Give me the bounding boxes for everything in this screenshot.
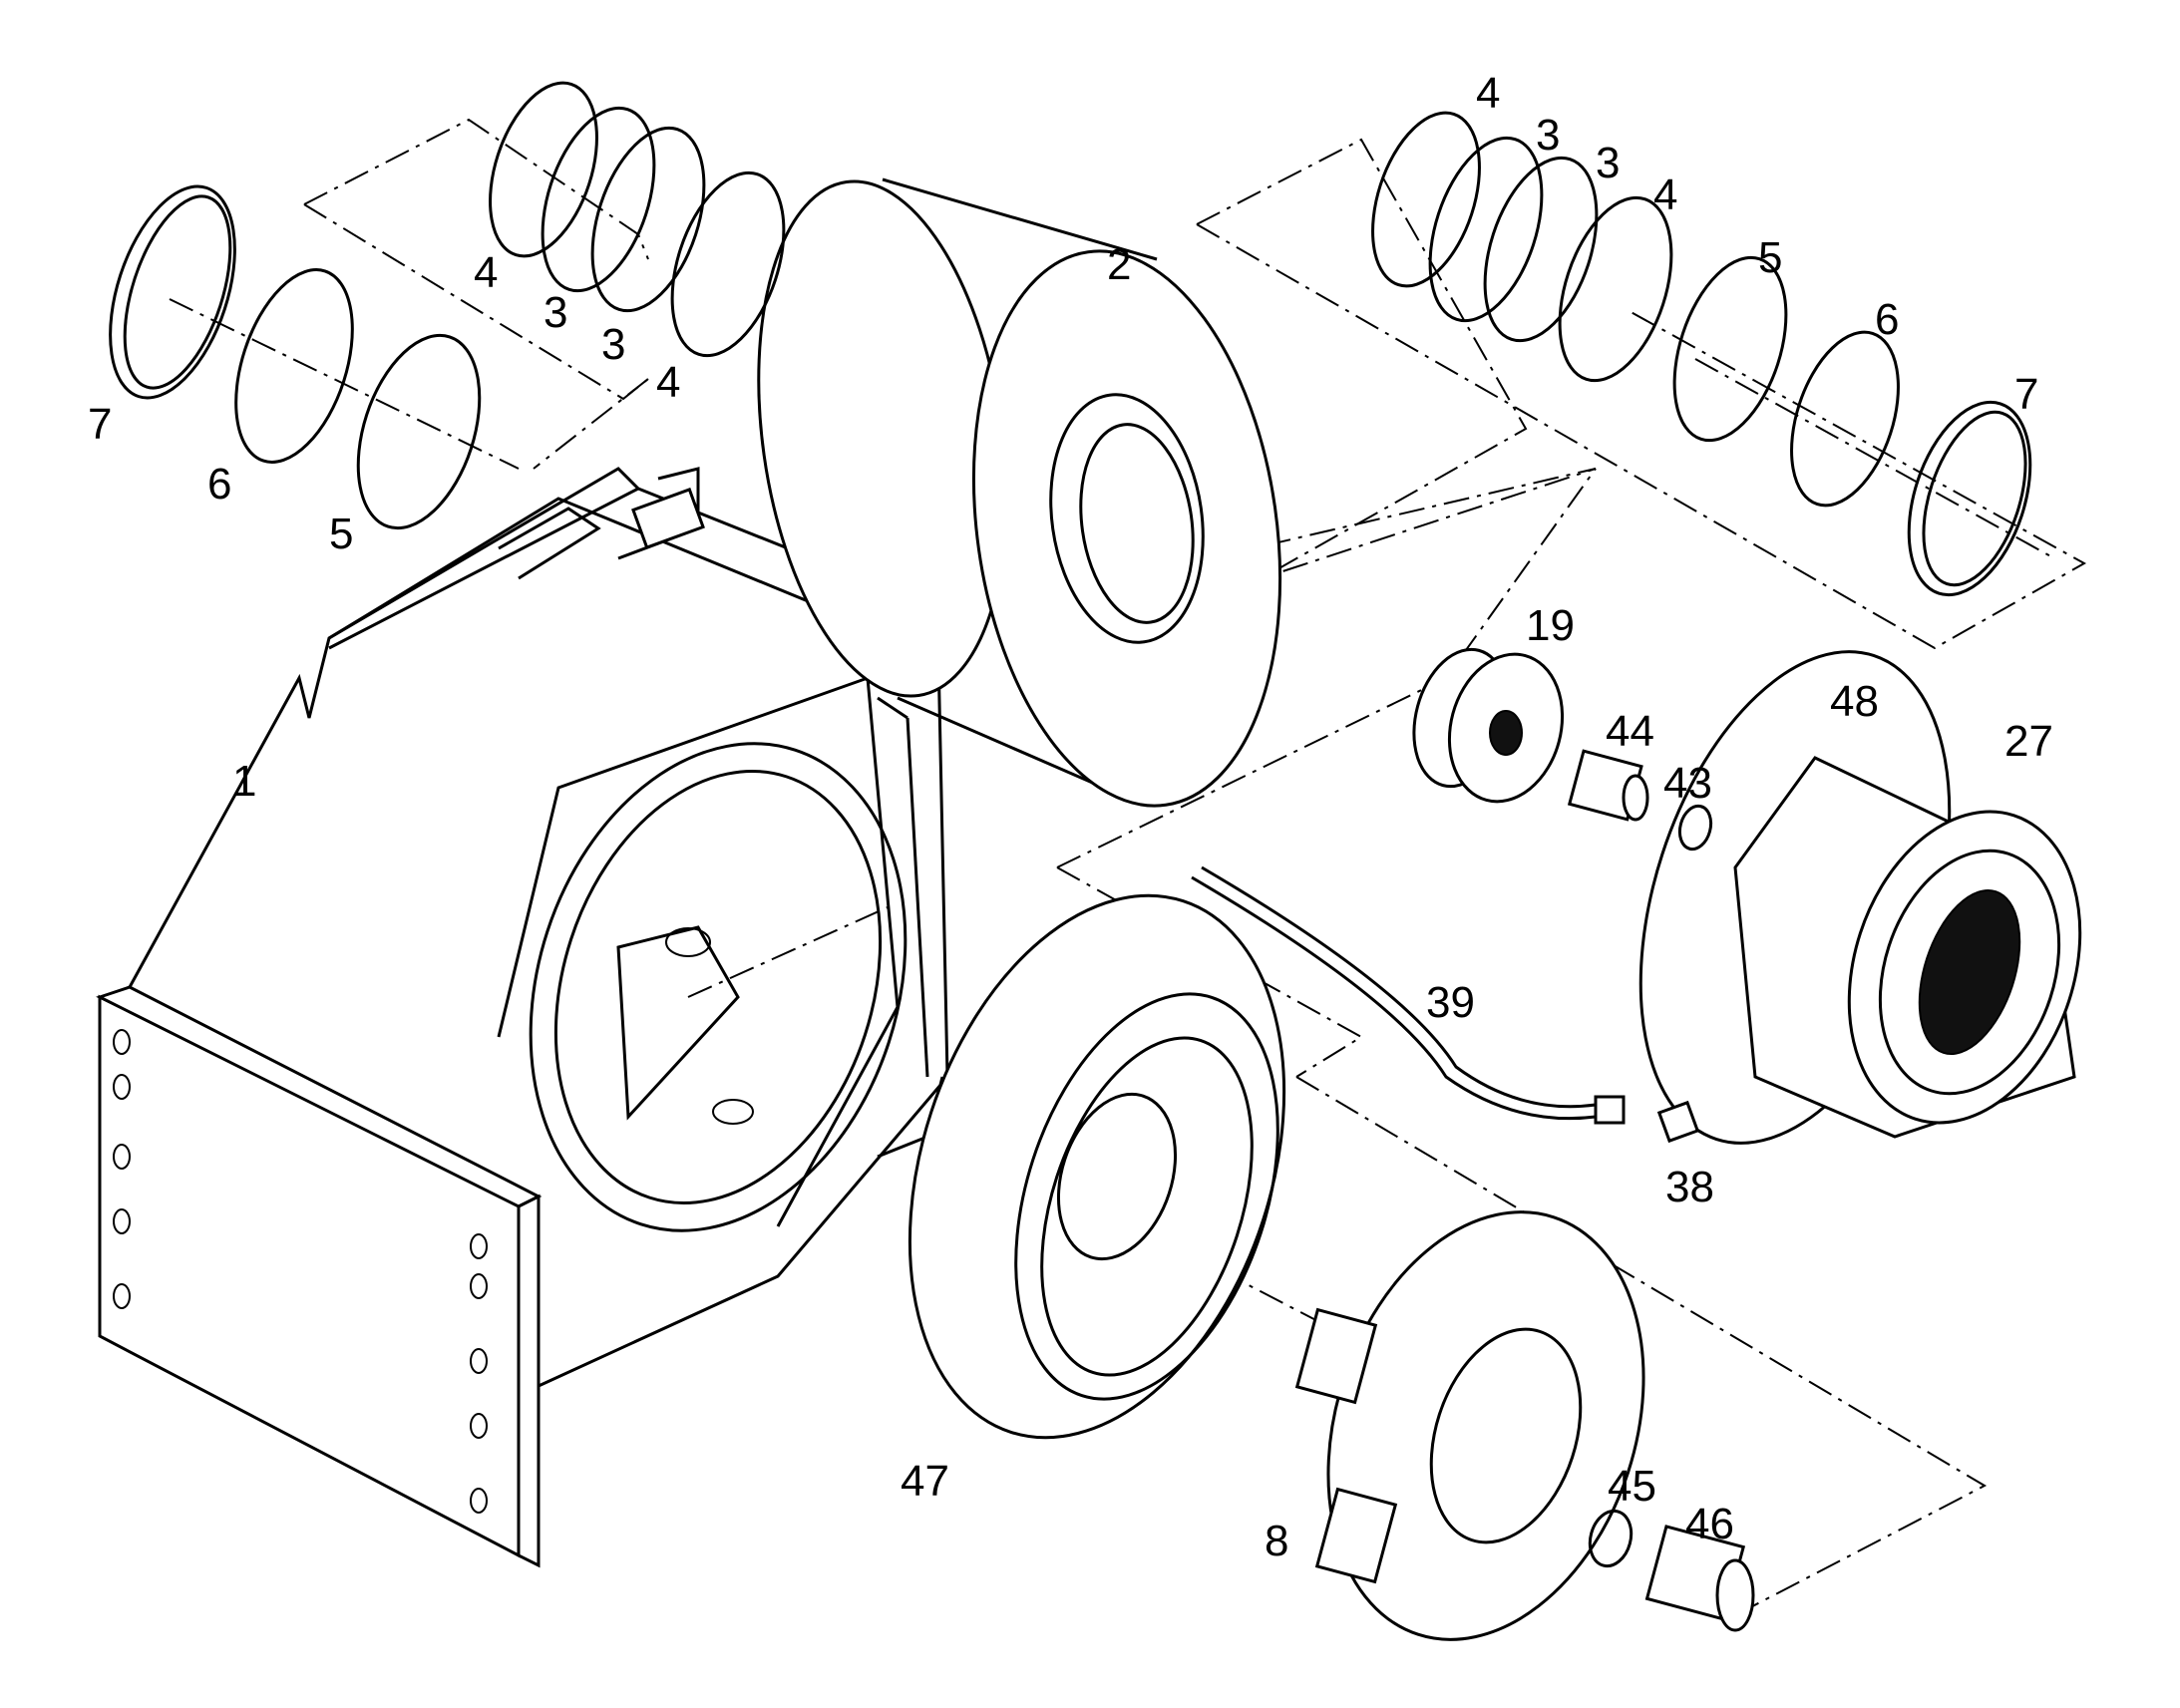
callout-4: 4 [1653, 171, 1677, 219]
carrier-part-19 [1412, 647, 1565, 804]
callout-3: 3 [601, 320, 625, 369]
callout-7: 7 [88, 400, 112, 449]
right-ring-group [1371, 111, 2032, 597]
drum-part-2 [757, 177, 1282, 808]
ring-part-43 [1677, 804, 1713, 852]
ring-gear-part-47 [908, 893, 1286, 1440]
callout-43: 43 [1663, 759, 1712, 808]
callout-5: 5 [329, 510, 353, 558]
callout-2: 2 [1107, 240, 1131, 289]
pinion-part-46 [1644, 1525, 1755, 1632]
callout-labels: 1 2 3 3 3 3 4 4 4 4 5 5 6 6 7 7 8 19 27 … [88, 69, 2053, 1565]
flange-holes [113, 1029, 488, 1514]
callout-6: 6 [207, 460, 231, 509]
callout-27: 27 [2004, 717, 2053, 766]
planet-housing-part-27 [1638, 650, 2082, 1145]
callout-1: 1 [232, 757, 256, 806]
callout-5: 5 [1758, 233, 1782, 282]
callout-48: 48 [1830, 677, 1879, 726]
callout-3: 3 [1596, 139, 1620, 187]
pipe-part-39 [1191, 865, 1626, 1125]
callout-44: 44 [1606, 707, 1654, 756]
callout-3: 3 [544, 288, 567, 337]
callout-3: 3 [1536, 111, 1560, 160]
ring-part-45 [1588, 1509, 1634, 1568]
callout-7: 7 [2014, 370, 2038, 419]
callout-4: 4 [656, 358, 680, 407]
pinion-part-44 [1567, 749, 1649, 822]
callout-46: 46 [1685, 1500, 1734, 1548]
callout-38: 38 [1665, 1163, 1714, 1211]
callout-45: 45 [1608, 1462, 1656, 1511]
fitting-part-38 [1656, 1100, 1700, 1144]
callout-4: 4 [1476, 69, 1500, 118]
callout-47: 47 [901, 1457, 949, 1506]
callout-4: 4 [474, 248, 498, 297]
planet-carrier-part-8 [1294, 1210, 1645, 1641]
left-ring-group [109, 81, 786, 530]
callout-19: 19 [1526, 601, 1575, 650]
callout-6: 6 [1875, 295, 1899, 344]
callout-39: 39 [1426, 978, 1475, 1027]
callout-8: 8 [1265, 1517, 1288, 1565]
